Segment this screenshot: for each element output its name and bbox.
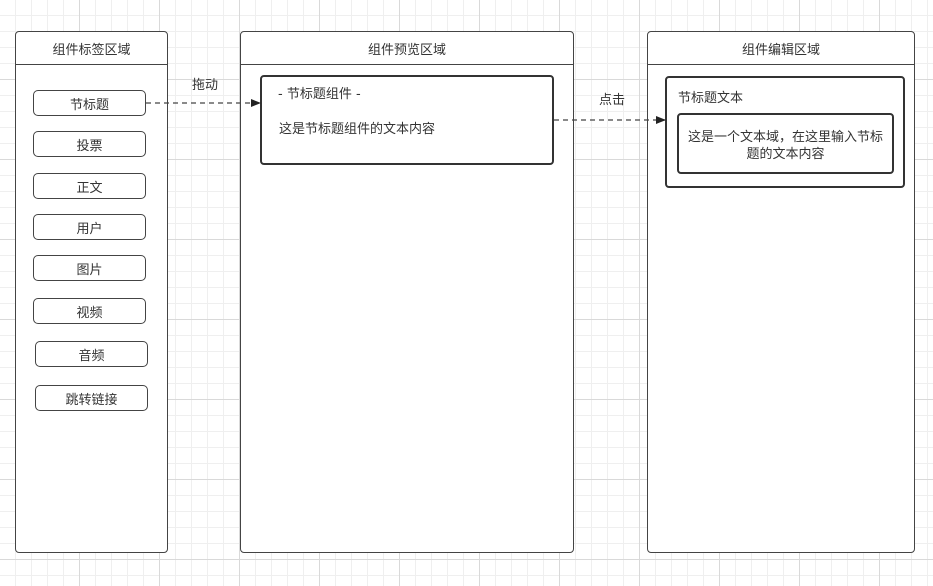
edit-panel-title: 组件编辑区域 — [648, 32, 914, 65]
tag-item-user[interactable]: 用户 — [33, 214, 146, 240]
section-title-component[interactable]: - 节标题组件 - 这是节标题组件的文本内容 — [260, 75, 554, 165]
tag-item-audio[interactable]: 音频 — [35, 341, 148, 367]
section-title-component-title: - 节标题组件 - — [278, 87, 361, 102]
tag-item-vote[interactable]: 投票 — [33, 131, 146, 157]
section-title-textarea[interactable]: 这是一个文本域，在这里输入节标题的文本内容 — [677, 113, 894, 174]
click-arrow-label: 点击 — [599, 93, 625, 108]
tag-item-section-title[interactable]: 节标题 — [33, 90, 146, 116]
drag-arrow-label: 拖动 — [192, 78, 218, 93]
tag-item-body-text[interactable]: 正文 — [33, 173, 146, 199]
preview-panel-title: 组件预览区域 — [241, 32, 573, 65]
tag-item-jump-link[interactable]: 跳转链接 — [35, 385, 148, 411]
section-title-text-label: 节标题文本 — [678, 91, 744, 106]
tag-item-video[interactable]: 视频 — [33, 298, 146, 324]
tag-panel-title: 组件标签区域 — [16, 32, 167, 65]
tag-item-image[interactable]: 图片 — [33, 255, 146, 281]
tag-panel: 组件标签区域 — [15, 31, 168, 553]
section-title-component-content: 这是节标题组件的文本内容 — [279, 122, 436, 137]
